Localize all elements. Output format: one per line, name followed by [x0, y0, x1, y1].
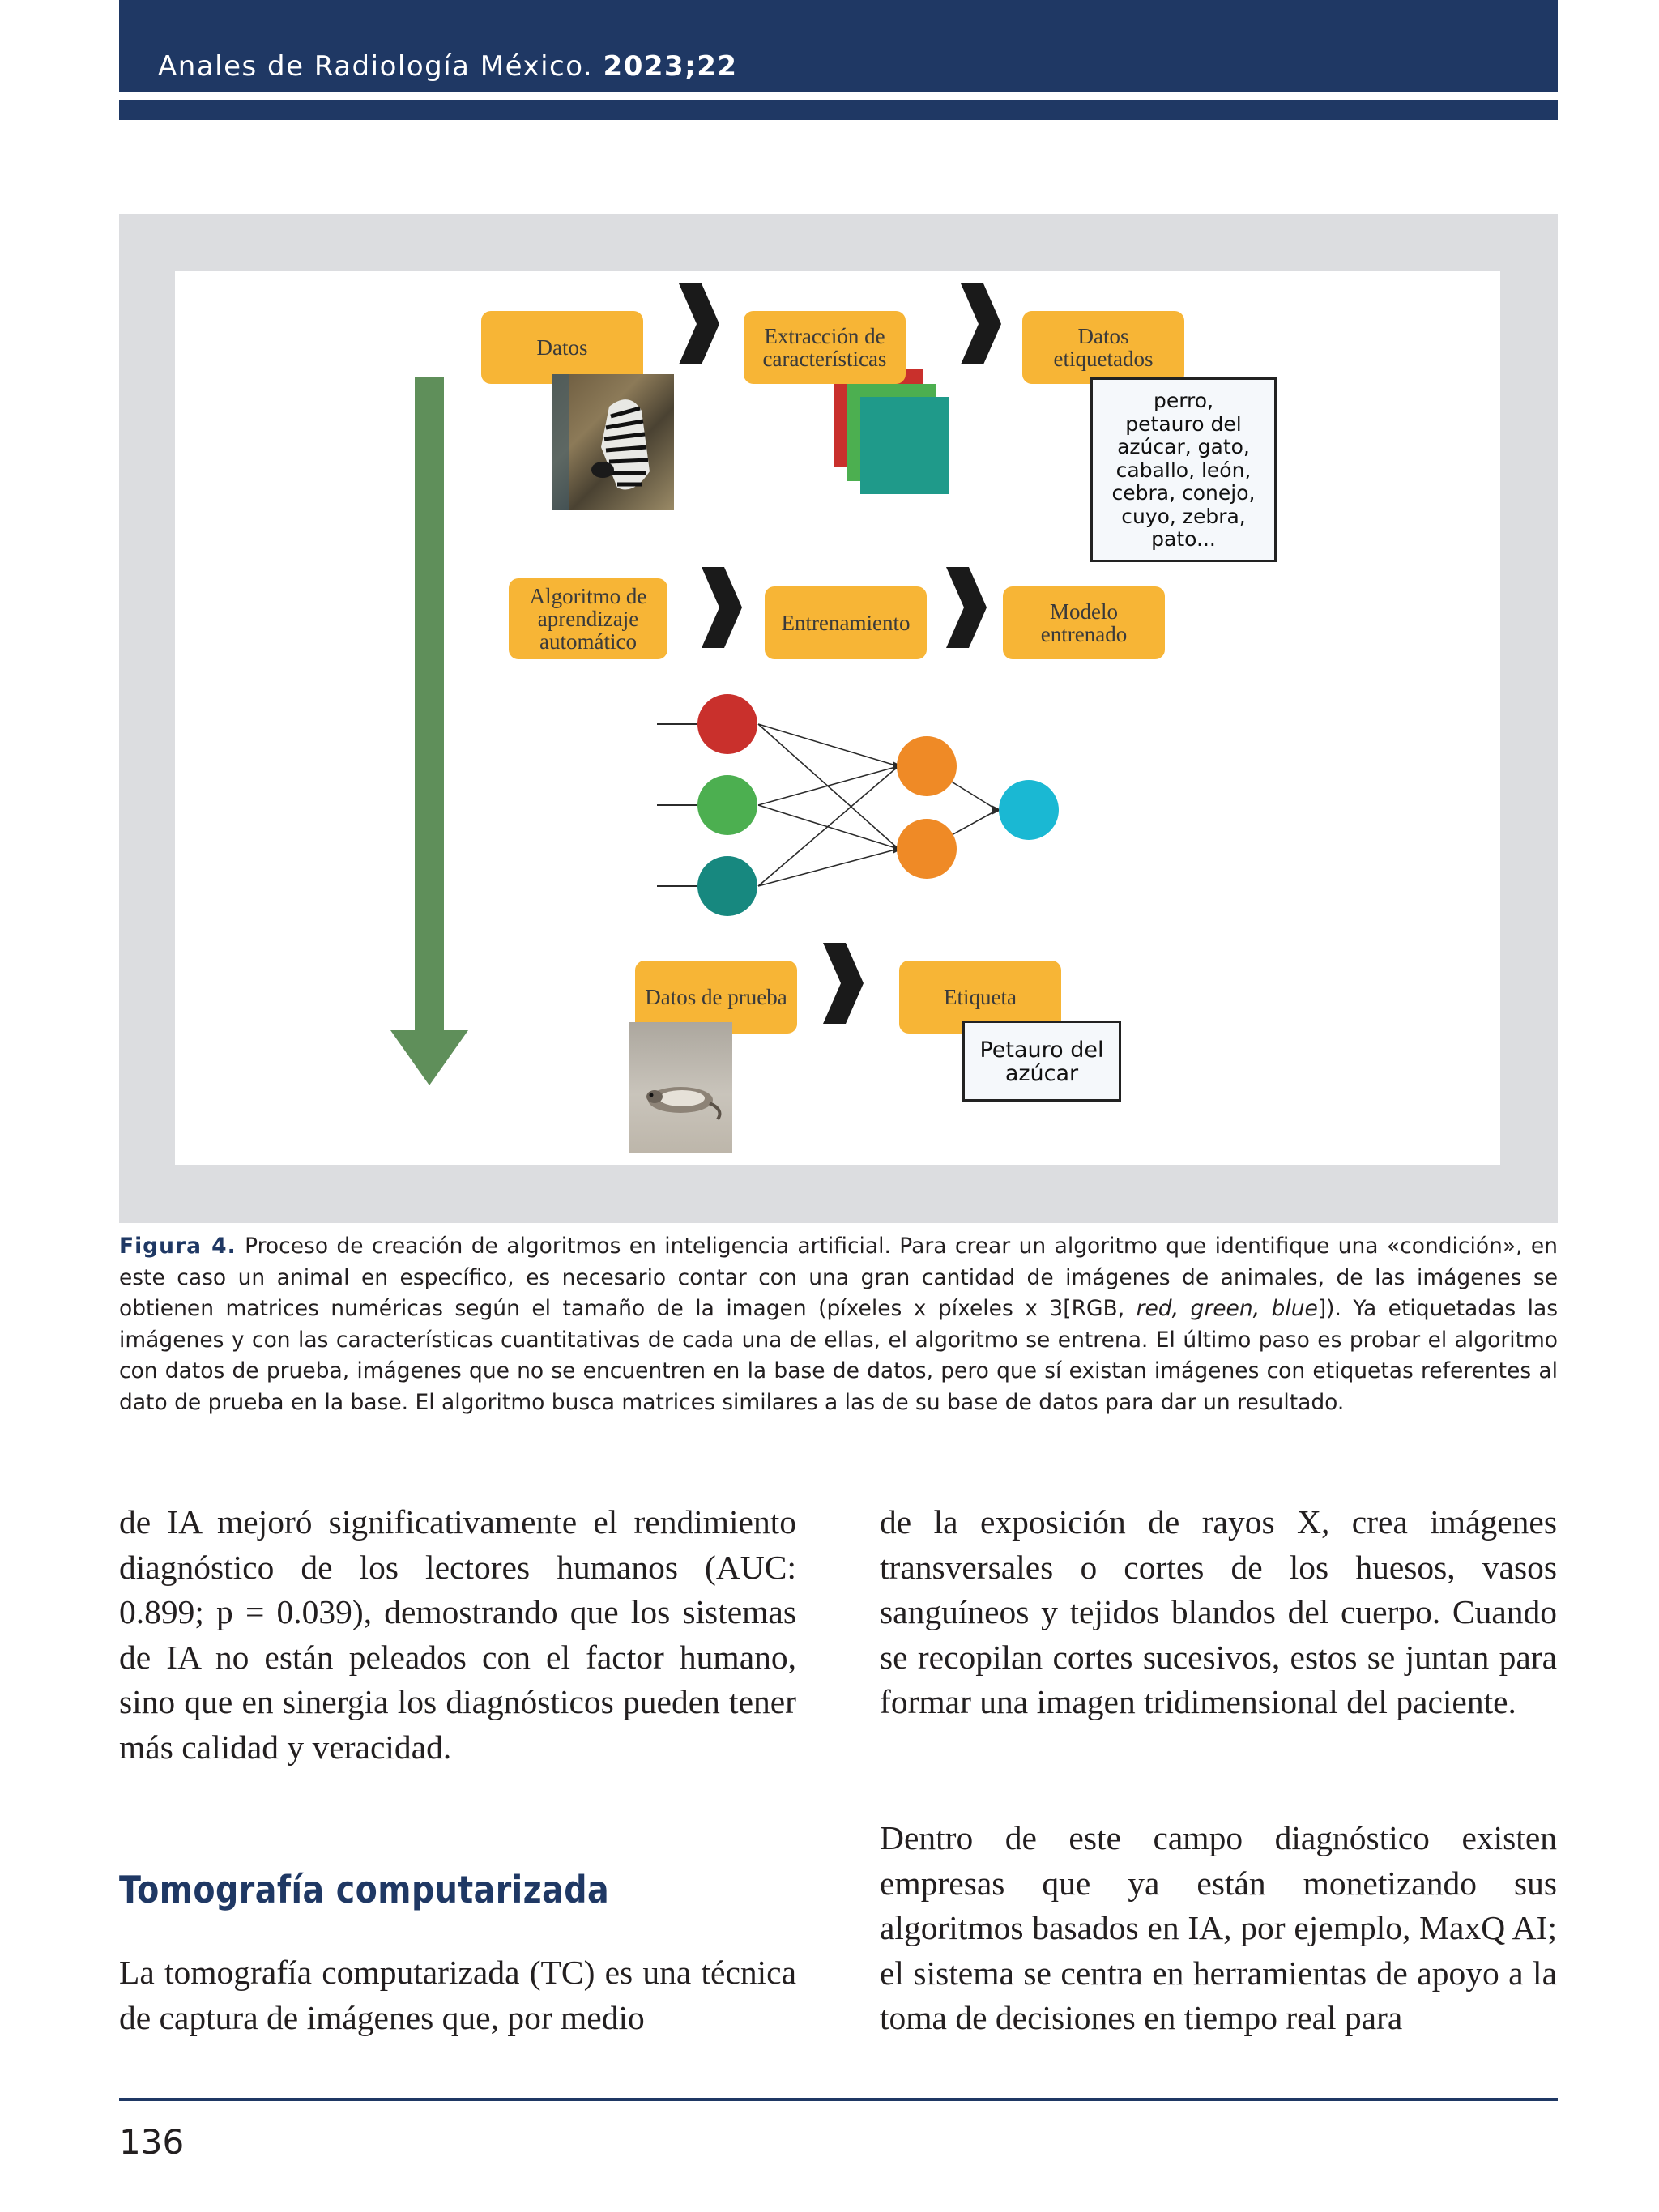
caption-italic: red, green, blue — [1136, 1296, 1318, 1321]
right-column-top: de la exposición de rayos X, crea imágen… — [880, 1500, 1557, 1725]
journal-header: Anales de Radiología México. 2023;22 — [119, 0, 1558, 92]
figure-panel: Datos Extracción de características Dato… — [175, 271, 1500, 1165]
journal-title: Anales de Radiología México. 2023;22 — [158, 50, 738, 83]
hidden-node-orange — [897, 819, 957, 879]
figure-graphics — [390, 283, 1059, 1085]
header-rule — [119, 96, 1558, 98]
section-heading: Tomografía computarizada — [119, 1868, 610, 1912]
body-paragraph: de la exposición de rayos X, crea imágen… — [880, 1503, 1557, 1720]
caption-text-end: ]). Ya etiquetadas las imágenes y con la… — [119, 1296, 1559, 1415]
footer-rule — [119, 2098, 1558, 2101]
node-datos-etiquetados: Datos etiquetados — [1022, 311, 1184, 384]
result-label-box: Petauro del azúcar — [962, 1021, 1121, 1102]
body-paragraph: Dentro de este campo diagnóstico existen… — [880, 1819, 1557, 2036]
node-datos: Datos — [481, 311, 643, 384]
node-extraccion: Extracción de características — [744, 311, 906, 384]
process-arrow-head — [390, 1030, 468, 1085]
input-node-red — [697, 694, 757, 754]
input-node-teal — [697, 856, 757, 916]
body-paragraph: de IA mejoró significativamente el rendi… — [119, 1503, 796, 1766]
figure-label: Figura 4. — [119, 1234, 237, 1259]
labels-list-box: perro, petauro del azúcar, gato, caballo… — [1090, 377, 1277, 562]
network-connections — [757, 723, 998, 887]
header-band — [119, 100, 1558, 120]
chevron-icon — [679, 283, 719, 364]
arrow-tip-icon — [992, 805, 1001, 815]
chevron-icon — [946, 567, 987, 648]
right-column-bottom: Dentro de este campo diagnóstico existen… — [880, 1816, 1557, 2041]
node-entrenamiento: Entrenamiento — [765, 586, 927, 659]
journal-year-volume: 2023;22 — [603, 50, 738, 83]
output-node-cyan — [999, 780, 1059, 840]
node-modelo-entrenado: Modelo entrenado — [1003, 586, 1165, 659]
sugar-glider-photo — [629, 1022, 732, 1153]
left-column-top: de IA mejoró significativamente el rendi… — [119, 1500, 796, 1770]
input-node-green — [697, 775, 757, 835]
node-algoritmo: Algoritmo de aprendizaje automático — [509, 578, 667, 659]
zebra-photo — [552, 374, 674, 510]
feature-square-teal — [860, 397, 949, 494]
chevron-icon — [823, 943, 864, 1024]
left-column-bottom: La tomografía computarizada (TC) es una … — [119, 1950, 796, 2040]
caption-text: Proceso de creación de algoritmos en int… — [119, 1234, 1558, 1321]
hidden-node-orange — [897, 736, 957, 796]
body-paragraph: La tomografía computarizada (TC) es una … — [119, 1954, 796, 2036]
node-datos-prueba: Datos de prueba — [635, 961, 797, 1034]
chevron-icon — [961, 283, 1001, 364]
input-arrows — [657, 723, 702, 887]
chevron-icon — [702, 567, 742, 648]
figure-caption: Figura 4. Proceso de creación de algorit… — [119, 1231, 1558, 1418]
page-number: 136 — [119, 2122, 185, 2162]
process-arrow-shaft — [415, 377, 444, 1037]
journal-name: Anales de Radiología México. — [158, 50, 594, 83]
sugar-glider-icon — [646, 1087, 722, 1121]
zebra-icon — [552, 374, 650, 510]
